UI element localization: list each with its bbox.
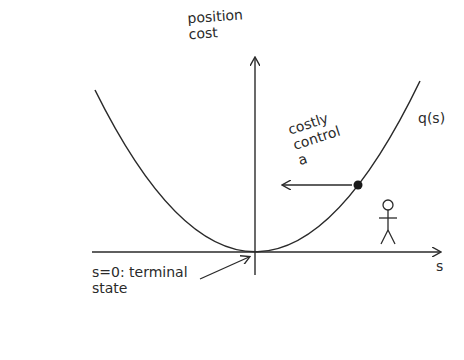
curve-label: q(s) (418, 110, 458, 126)
control-label: costly control a (286, 104, 358, 168)
state-dot (354, 181, 363, 190)
axis-label: position cost (187, 6, 251, 42)
cost-parabola (95, 81, 420, 252)
stick-figure (379, 200, 397, 244)
control-arrow (283, 184, 352, 185)
leader-line (200, 257, 249, 279)
y-axis (254, 58, 255, 275)
axis-label: s (436, 258, 456, 274)
terminal-state-label: s=0: terminal state (92, 264, 200, 296)
